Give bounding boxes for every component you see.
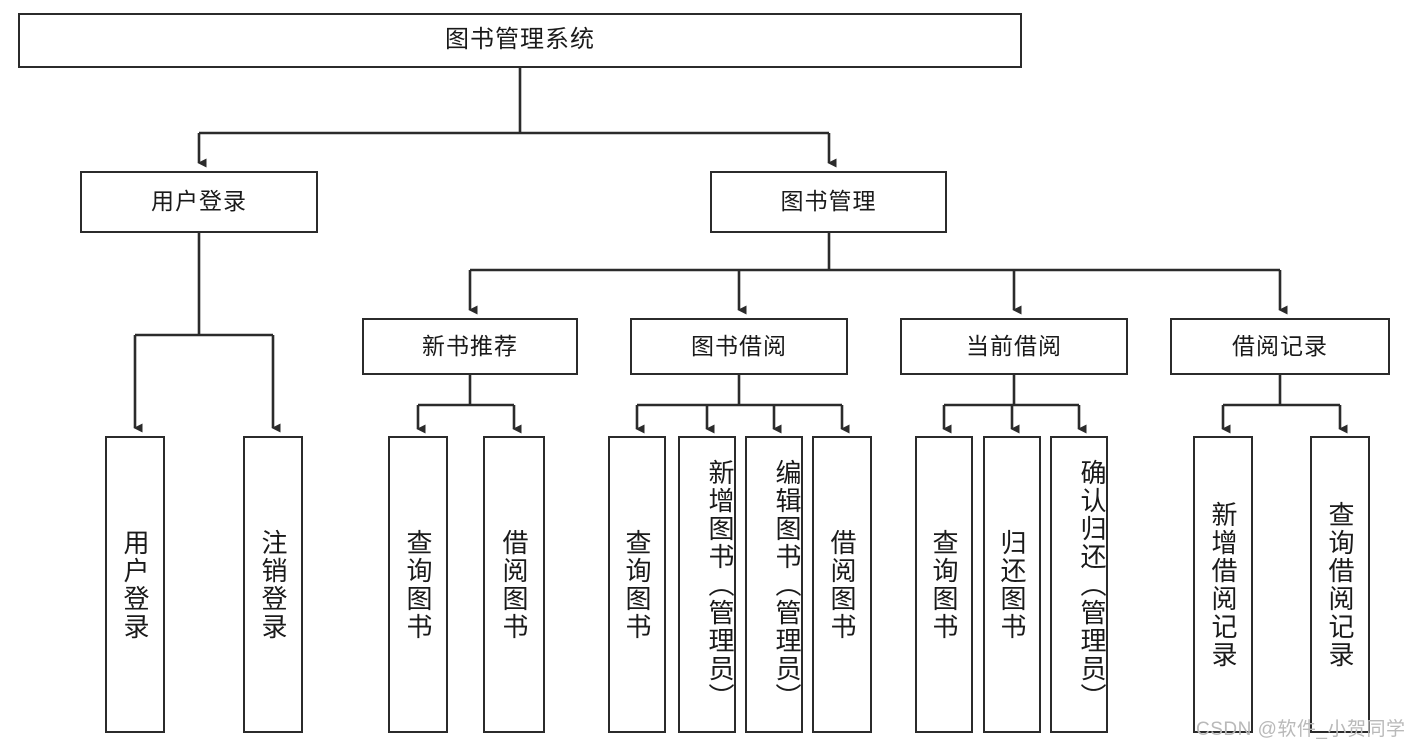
node-book-manage[interactable]: 图书管理 xyxy=(710,171,947,233)
node-root-label: 图书管理系统 xyxy=(445,26,595,54)
leaf-query-record-label: 查询借阅记录 xyxy=(1325,500,1356,669)
leaf-add-record-label: 新增借阅记录 xyxy=(1208,500,1239,669)
leaf-add-record[interactable]: 新增借阅记录 xyxy=(1193,436,1253,733)
leaf-query-book-1[interactable]: 查询图书 xyxy=(388,436,448,733)
leaf-logout[interactable]: 注销登录 xyxy=(243,436,303,733)
leaf-edit-book[interactable]: 编辑图书（管理员） xyxy=(745,436,803,733)
leaf-borrow-book-2[interactable]: 借阅图书 xyxy=(812,436,872,733)
node-current-borrow[interactable]: 当前借阅 xyxy=(900,318,1128,375)
node-current-borrow-label: 当前借阅 xyxy=(966,332,1062,359)
leaf-borrow-book-1-label: 借阅图书 xyxy=(499,528,530,641)
leaf-borrow-book-2-label: 借阅图书 xyxy=(827,528,858,641)
watermark: CSDN @软件_小贺同学 xyxy=(1196,719,1405,740)
leaf-query-book-2-label: 查询图书 xyxy=(622,528,653,641)
leaf-user-login-label: 用户登录 xyxy=(120,528,151,641)
node-book-manage-label: 图书管理 xyxy=(780,188,877,215)
leaf-borrow-book-1[interactable]: 借阅图书 xyxy=(483,436,545,733)
leaf-query-book-3-label: 查询图书 xyxy=(929,528,960,641)
leaf-return-book-label: 归还图书 xyxy=(997,528,1028,641)
leaf-query-book-3[interactable]: 查询图书 xyxy=(915,436,973,733)
node-borrow-record[interactable]: 借阅记录 xyxy=(1170,318,1390,375)
node-user-login[interactable]: 用户登录 xyxy=(80,171,318,233)
node-book-borrow[interactable]: 图书借阅 xyxy=(630,318,848,375)
leaf-return-book[interactable]: 归还图书 xyxy=(983,436,1041,733)
node-root[interactable]: 图书管理系统 xyxy=(18,13,1022,68)
node-book-borrow-label: 图书借阅 xyxy=(691,332,787,359)
leaf-confirm-return[interactable]: 确认归还（管理员） xyxy=(1050,436,1108,733)
leaf-edit-book-label: 编辑图书（管理员） xyxy=(772,458,802,711)
node-user-login-label: 用户登录 xyxy=(151,188,247,215)
node-borrow-record-label: 借阅记录 xyxy=(1232,332,1328,359)
leaf-logout-label: 注销登录 xyxy=(258,528,289,641)
node-new-book-rec-label: 新书推荐 xyxy=(422,332,518,359)
leaf-add-book-label: 新增图书（管理员） xyxy=(705,458,735,711)
leaf-query-book-1-label: 查询图书 xyxy=(403,528,434,641)
leaf-query-record[interactable]: 查询借阅记录 xyxy=(1310,436,1370,733)
leaf-user-login[interactable]: 用户登录 xyxy=(105,436,165,733)
leaf-query-book-2[interactable]: 查询图书 xyxy=(608,436,666,733)
leaf-add-book[interactable]: 新增图书（管理员） xyxy=(678,436,736,733)
leaf-confirm-return-label: 确认归还（管理员） xyxy=(1077,458,1107,711)
node-new-book-rec[interactable]: 新书推荐 xyxy=(362,318,578,375)
